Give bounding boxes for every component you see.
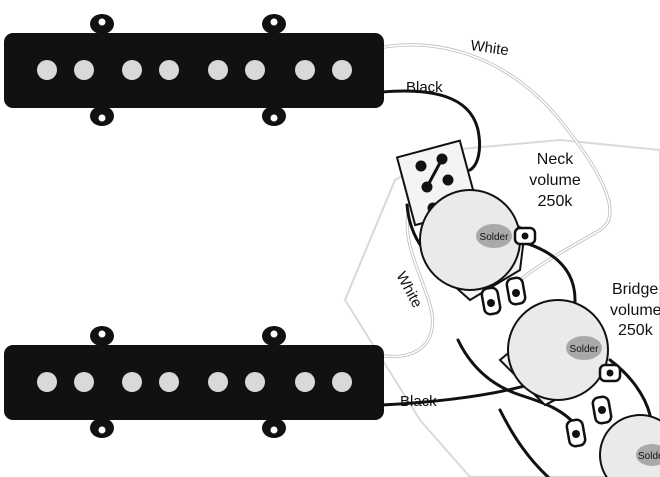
bridge-pickup — [4, 326, 384, 438]
black-wire-label-neck: Black — [406, 79, 443, 96]
bridge-pot-label-line1: Bridge — [612, 281, 658, 298]
neck-pot-label-line1: Neck — [537, 151, 574, 168]
bridge-pot-label-line3: 250k — [618, 322, 654, 339]
neck-pot-solder-label: Solder — [480, 232, 510, 243]
tone-pot-solder-label: Solder — [638, 451, 660, 462]
black-wire-lower — [498, 408, 550, 477]
bridge-volume-pot — [498, 299, 622, 448]
black-wire-neck-pickup — [380, 89, 482, 172]
black-wire-bridge-lugs — [456, 338, 582, 432]
neck-volume-pot — [419, 189, 537, 316]
neck-pickup — [4, 14, 384, 126]
bridge-pot-solder-label: Solder — [570, 344, 600, 355]
tone-pot — [599, 414, 660, 477]
bridge-pot-lugs — [565, 363, 622, 448]
black-wire-label-bridge: Black — [400, 393, 437, 410]
bridge-pot-label-line2: volume — [610, 302, 660, 319]
neck-pot-label-line3: 250k — [538, 193, 574, 210]
neck-pot-lugs — [480, 226, 537, 316]
white-wire-label-neck: White — [469, 37, 509, 59]
neck-pot-label-line2: volume — [529, 172, 581, 189]
